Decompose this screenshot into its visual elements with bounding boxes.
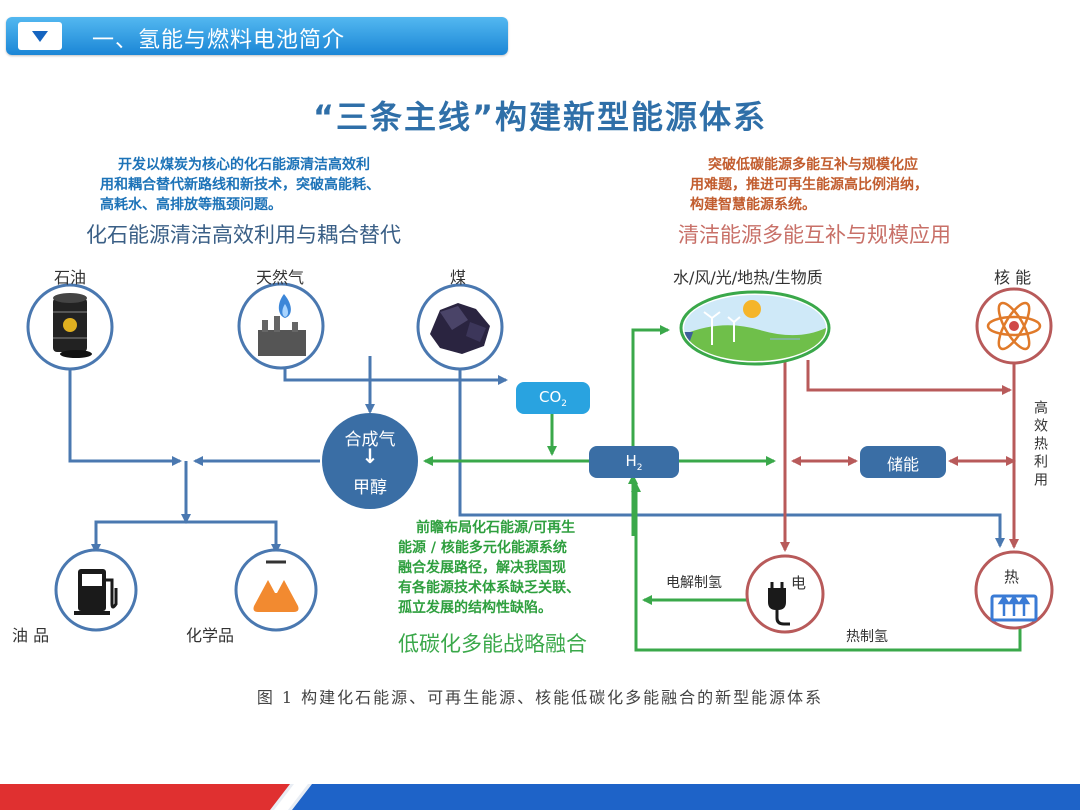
energy-storage-node xyxy=(860,446,946,478)
renewable-label: 水/风/光/地热/生物质 xyxy=(673,268,823,287)
fuel-label: 油 品 xyxy=(12,626,50,645)
coal-node xyxy=(416,283,504,371)
lowcarbon-description: 前瞻布局化石能源/可再生 能源 / 核能多元化能源系统 融合发展路径，解决我国现… xyxy=(398,520,580,616)
lowcarbon-subtitle: 低碳化多能战略融合 xyxy=(398,632,587,656)
oil-node xyxy=(26,283,114,371)
h2-text: H2 xyxy=(625,452,643,473)
clean-description: 突破低碳能源多能互补与规模化应 用难题，推进可再生能源高比例消纳， 构建智慧能源… xyxy=(690,157,928,213)
coal-label: 煤 xyxy=(450,268,467,287)
syngas-label: 合成气 xyxy=(344,430,396,450)
h2-node xyxy=(589,446,679,478)
section-header: 一、氢能与燃料电池简介 xyxy=(6,17,508,55)
electricity-label: 电 xyxy=(791,574,807,592)
efficient-heat-label: 高效热利用 xyxy=(1032,400,1048,490)
renewable-node xyxy=(679,290,831,366)
clean-subtitle: 清洁能源多能互补与规模应用 xyxy=(678,223,951,247)
nuclear-label: 核 能 xyxy=(994,268,1032,287)
co2-node xyxy=(516,382,590,414)
co2-text: CO2 xyxy=(538,388,567,409)
syngas-methanol-node xyxy=(322,413,418,509)
fuel-node xyxy=(54,548,138,632)
methanol-label: 甲醇 xyxy=(353,478,387,498)
fossil-description: 开发以煤炭为核心的化石能源清洁高效利 用和耦合替代新路线和新技术，突破高能耗、 … xyxy=(100,157,380,213)
oil-label: 石油 xyxy=(54,268,87,287)
chemicals-label: 化学品 xyxy=(186,626,235,645)
electrolysis-label: 电解制氢 xyxy=(666,575,722,591)
syngas-arrow-glyph: ↓ xyxy=(361,444,379,468)
footer-stripe xyxy=(0,784,1080,810)
slide-title: “三条主线”构建新型能源体系 xyxy=(312,98,768,136)
fossil-subtitle: 化石能源清洁高效利用与耦合替代 xyxy=(86,223,401,247)
heat-node xyxy=(974,550,1054,630)
chevron-down-icon[interactable] xyxy=(18,22,62,50)
heat-label: 热 xyxy=(1004,568,1020,586)
figure-caption: 图 1 构建化石能源、可再生能源、核能低碳化多能融合的新型能源体系 xyxy=(256,688,824,707)
electricity-node xyxy=(745,554,825,634)
nuclear-node xyxy=(975,287,1053,365)
chemicals-node xyxy=(234,548,318,632)
gas-label: 天然气 xyxy=(256,268,305,287)
thermal-h2-label: 热制氢 xyxy=(846,629,888,645)
storage-text: 储能 xyxy=(886,455,919,474)
natural-gas-node xyxy=(237,282,325,370)
section-title: 一、氢能与燃料电池简介 xyxy=(92,28,346,53)
